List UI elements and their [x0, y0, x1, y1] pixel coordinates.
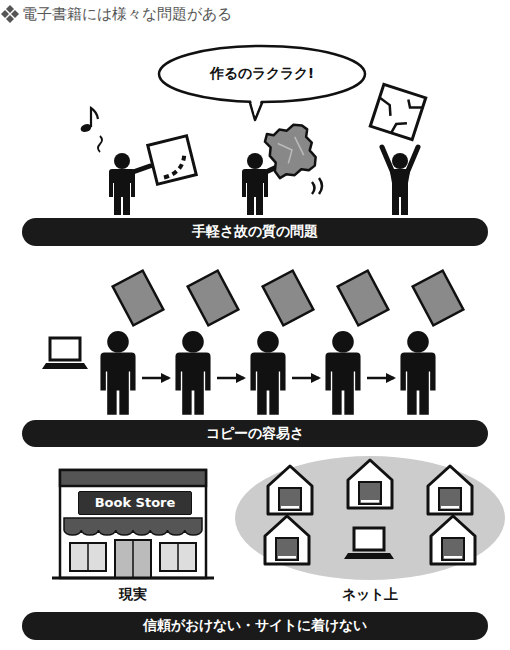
person-with-cracked-page-part-part: [370, 84, 425, 139]
online-area-part: [268, 466, 312, 514]
copy-arrows-part: [292, 377, 319, 380]
problem-band: 手軽さ故の質の問題: [22, 218, 488, 246]
node-text: 手軽さ故の質の問題: [192, 223, 318, 241]
copy-pages-part: [188, 271, 239, 326]
laptop-icon-part: [50, 338, 80, 360]
copy-people-part: [325, 331, 360, 415]
online-area-part: [344, 553, 394, 559]
bookstore-building-part: [70, 543, 106, 571]
title-icon-part: [6, 5, 14, 13]
online-area-part: [348, 460, 392, 508]
copy-arrows: [142, 377, 394, 380]
laptop-icon: [42, 338, 88, 369]
person-with-page-part: [148, 136, 196, 184]
bubble-joint: [250, 95, 263, 116]
copy-people: [100, 331, 435, 415]
person-with-crumpled-page-part: [242, 153, 268, 215]
online-area-part: [431, 516, 475, 564]
title-icon-part: [11, 10, 19, 18]
title-icon-part: [6, 15, 14, 23]
copy-pages-part: [413, 271, 464, 326]
bubble-body: [159, 46, 365, 102]
copy-people-part: [250, 331, 285, 415]
bookstore-building-part: [132, 540, 134, 578]
copy-arrows-part: [367, 377, 394, 380]
copy-pages-part: [263, 271, 314, 326]
copy-pages-part: [338, 271, 389, 326]
person-with-page: [109, 136, 196, 215]
person-with-crumpled-page-part: [312, 178, 322, 194]
bookstore-building-part: [60, 470, 206, 486]
bookstore-building-part: [115, 540, 151, 578]
problem-band: コピーの容易さ: [22, 420, 488, 447]
speech-bubble: 作るのラクラク!: [157, 44, 367, 104]
store-sign: Book Store: [78, 491, 192, 515]
online-area: [235, 456, 505, 580]
online-area-part: [235, 456, 505, 580]
title-icon-part: [1, 10, 9, 18]
person-with-cracked-page-part-part: [370, 91, 423, 140]
bookstore-building-part: [60, 470, 206, 578]
node-text: 信頼がおけない・サイトに着けない: [143, 617, 367, 635]
bookstore-building-part: [52, 577, 214, 580]
node-text: 作るのラクラク!: [210, 65, 314, 83]
person-with-cracked-page-part: [370, 84, 425, 139]
person-with-crumpled-page-part-part: [277, 136, 304, 165]
node-text: Book Store: [95, 495, 176, 511]
person-with-cracked-page: [370, 84, 425, 215]
area-label: ネット上: [342, 585, 398, 603]
bookstore-building-part: [64, 518, 202, 535]
music-note: [80, 108, 102, 152]
problem-band: 信頼がおけない・サイトに着けない: [22, 612, 488, 640]
bookstore-building-part: [160, 543, 196, 571]
person-with-page-part: [109, 153, 135, 215]
online-area-part: [428, 466, 472, 514]
copy-pages-part: [113, 271, 164, 326]
copy-arrows-part: [142, 377, 169, 380]
person-with-page-part-part: [148, 136, 196, 184]
bookstore-building: [52, 470, 214, 578]
copy-people-part: [175, 331, 210, 415]
person-with-crumpled-page-part: [263, 121, 319, 180]
copy-people-part: [400, 331, 435, 415]
person-with-crumpled-page: [242, 121, 322, 215]
online-area-part: [354, 528, 384, 550]
bookstore-building-part: [87, 543, 89, 571]
person-with-page-part: [133, 166, 150, 172]
copy-people-part: [100, 331, 135, 415]
bookstore-building-part: [177, 543, 179, 571]
person-with-page-part-part: [159, 152, 189, 178]
diagram-title: 電子書籍には様々な問題がある: [22, 3, 232, 25]
copy-pages: [113, 271, 464, 326]
person-with-cracked-page-part: [382, 147, 418, 215]
music-note-part: [91, 108, 98, 127]
laptop-icon-part: [42, 363, 88, 369]
area-label: 現実: [119, 585, 147, 603]
copy-arrows-part: [217, 377, 244, 380]
title-icon: [1, 5, 19, 23]
node-text: コピーの容易さ: [206, 425, 304, 443]
online-area-part: [265, 516, 309, 564]
music-note-part: [98, 136, 102, 152]
person-with-crumpled-page-part-part: [263, 121, 319, 180]
